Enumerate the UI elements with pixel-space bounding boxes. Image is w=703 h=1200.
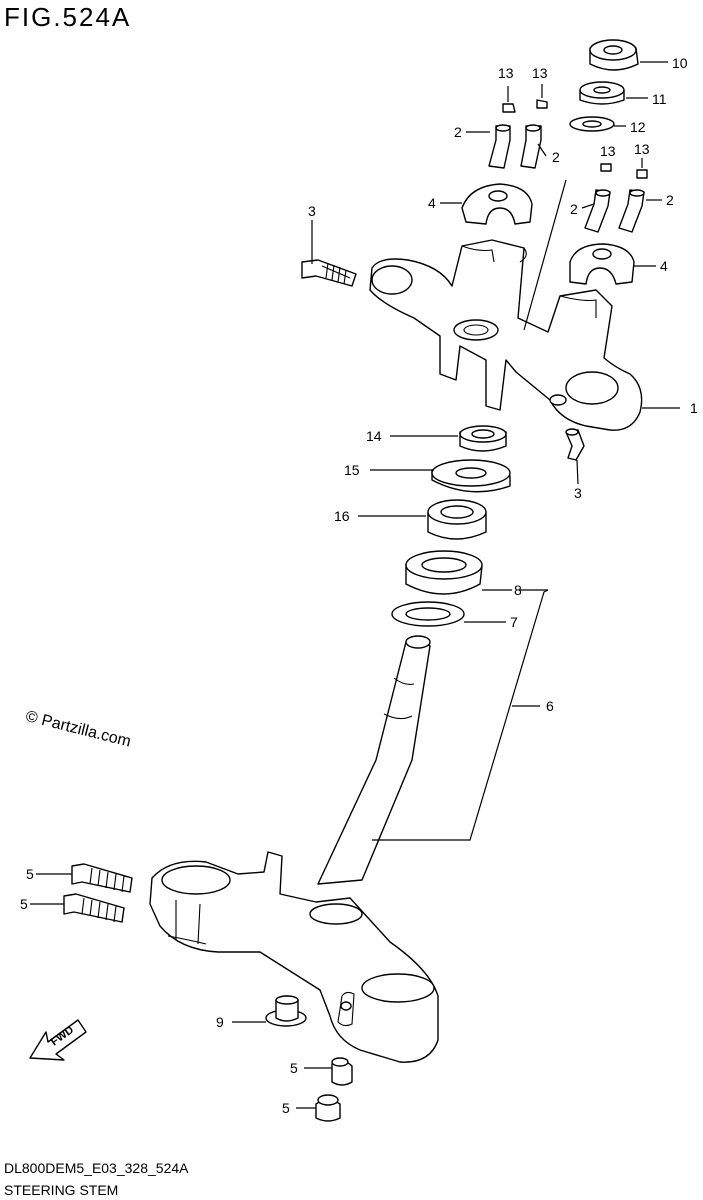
- part-8-bearing[interactable]: [405, 550, 483, 595]
- leader-lines: [30, 61, 680, 1109]
- callout-11[interactable]: 11: [652, 91, 667, 107]
- callout-13[interactable]: 13: [532, 65, 548, 81]
- part-2-bolt[interactable]: [488, 124, 645, 233]
- callout-5[interactable]: 5: [282, 1100, 290, 1116]
- part-6-steering-stem[interactable]: [149, 635, 439, 1063]
- callout-5[interactable]: 5: [290, 1060, 298, 1076]
- figure-title: FIG.524A: [4, 2, 132, 32]
- callout-8[interactable]: 8: [514, 582, 522, 598]
- footer-name: STEERING STEM: [4, 1182, 119, 1198]
- callout-13[interactable]: 13: [634, 141, 650, 157]
- callout-14[interactable]: 14: [366, 428, 382, 444]
- callout-2[interactable]: 2: [570, 201, 578, 217]
- part-4-handlebar-holder[interactable]: [461, 183, 635, 285]
- callout-3[interactable]: 3: [574, 485, 582, 501]
- part-1-upper-bracket[interactable]: [369, 239, 643, 431]
- part-5-bolt[interactable]: [63, 863, 353, 1122]
- callout-12[interactable]: 12: [630, 119, 646, 135]
- part-16-bearing[interactable]: [427, 499, 487, 540]
- callout-4[interactable]: 4: [660, 258, 668, 274]
- callout-10[interactable]: 10: [672, 55, 688, 71]
- part-3-pinch-bolt[interactable]: [301, 259, 585, 461]
- part-13-cap[interactable]: [502, 99, 648, 179]
- part-10-stem-nut[interactable]: [589, 39, 639, 71]
- part-9-bushing[interactable]: [265, 995, 307, 1027]
- footer-code: DL800DEM5_E03_328_524A: [4, 1160, 189, 1176]
- part-11-lock-nut[interactable]: [579, 81, 625, 105]
- callout-5[interactable]: 5: [20, 896, 28, 912]
- part-14-nut[interactable]: [459, 425, 507, 452]
- callout-2[interactable]: 2: [666, 192, 674, 208]
- part-12-washer[interactable]: [569, 116, 615, 132]
- callout-3[interactable]: 3: [308, 203, 316, 219]
- callout-labels: 10 11 12 13 13 13 13 2 2 2 2 3 3 4 4 1 1…: [20, 55, 698, 1116]
- callout-13[interactable]: 13: [498, 65, 514, 81]
- callout-2[interactable]: 2: [454, 124, 462, 140]
- callout-2[interactable]: 2: [552, 149, 560, 165]
- callout-7[interactable]: 7: [510, 614, 518, 630]
- callout-4[interactable]: 4: [428, 195, 436, 211]
- callout-5[interactable]: 5: [26, 866, 34, 882]
- callout-16[interactable]: 16: [334, 508, 350, 524]
- part-15-dust-seal[interactable]: [431, 459, 511, 493]
- callout-9[interactable]: 9: [216, 1014, 224, 1030]
- callout-15[interactable]: 15: [344, 462, 360, 478]
- part-7-seal[interactable]: [391, 601, 465, 627]
- callout-13[interactable]: 13: [600, 143, 616, 159]
- fwd-arrow-icon: FWD: [29, 1019, 87, 1061]
- callout-6[interactable]: 6: [546, 698, 554, 714]
- callout-1[interactable]: 1: [690, 400, 698, 416]
